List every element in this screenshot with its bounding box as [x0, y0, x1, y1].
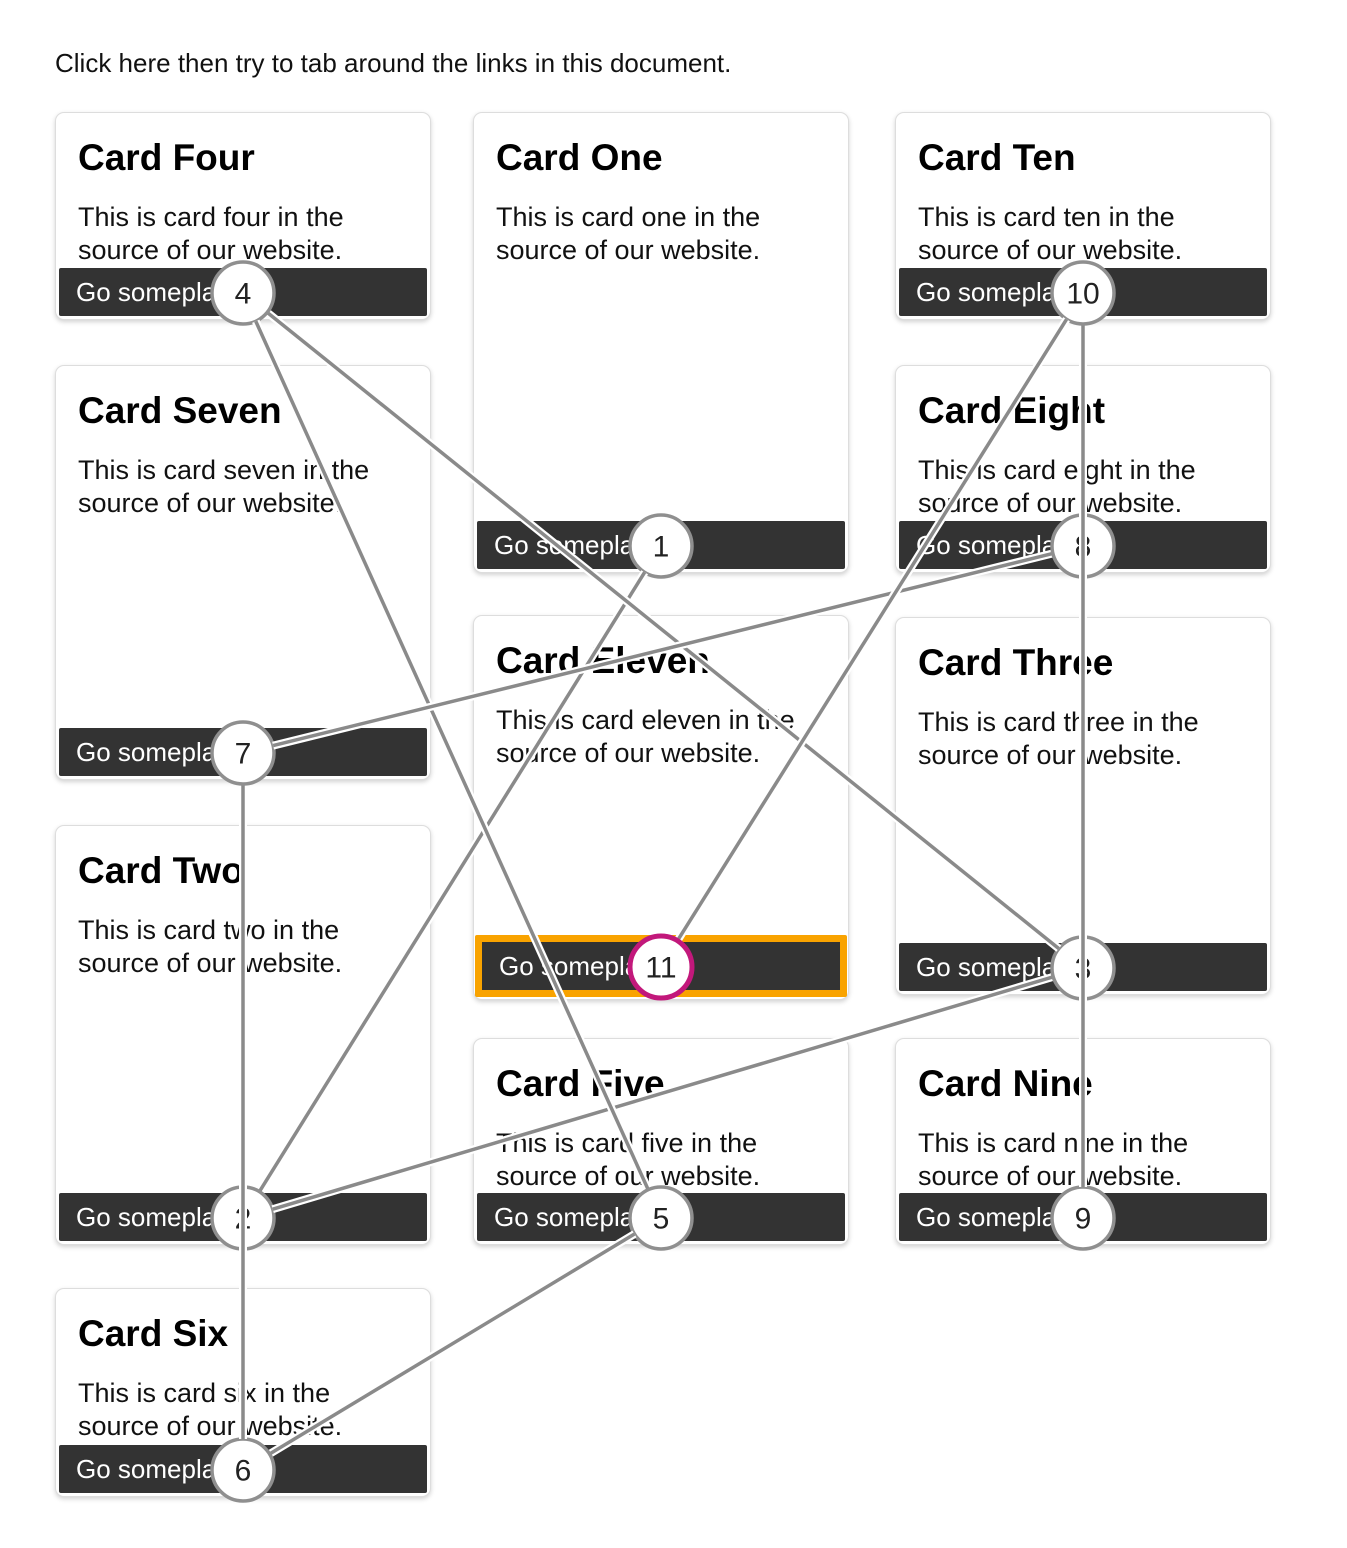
- card-title: Card Four: [78, 137, 255, 178]
- card-body-text: This is card five in the source of our w…: [496, 1128, 761, 1191]
- card-one-link[interactable]: Go someplace: [477, 521, 845, 569]
- card-body-text: This is card four in the source of our w…: [78, 202, 344, 265]
- card-body-text: This is card eight in the source of our …: [918, 455, 1196, 518]
- card-body-text: This is card three in the source of our …: [918, 707, 1199, 770]
- card-title: Card Six: [78, 1313, 229, 1354]
- card-ten-link[interactable]: Go someplace: [899, 268, 1267, 316]
- card-three-link[interactable]: Go someplace: [899, 943, 1267, 991]
- card-four-link[interactable]: Go someplace: [59, 268, 427, 316]
- card-title: Card Five: [496, 1063, 665, 1104]
- instruction-text: Click here then try to tab around the li…: [55, 48, 732, 78]
- card-seven-link[interactable]: Go someplace: [59, 728, 427, 776]
- card-body-text: This is card nine in the source of our w…: [918, 1128, 1189, 1191]
- card-title: Card Eight: [918, 390, 1106, 431]
- card-body-text: This is card one in the source of our we…: [496, 202, 761, 265]
- card-body-text: This is card six in the source of our we…: [78, 1378, 343, 1441]
- card-nine-link[interactable]: Go someplace: [899, 1193, 1267, 1241]
- card-body-text: This is card seven in the source of our …: [78, 455, 370, 518]
- card-title: Card Ten: [918, 137, 1076, 178]
- card-eleven-link[interactable]: Go someplace: [475, 935, 847, 997]
- card-body-text: This is card eleven in the source of our…: [496, 705, 795, 768]
- card-two-link[interactable]: Go someplace: [59, 1193, 427, 1241]
- card-six-link[interactable]: Go someplace: [59, 1445, 427, 1493]
- card-body-text: This is card ten in the source of our we…: [918, 202, 1183, 265]
- card-title: Card Three: [918, 642, 1114, 683]
- card-title: Card Seven: [78, 390, 282, 431]
- card-title: Card One: [496, 137, 663, 178]
- card-title: Card Nine: [918, 1063, 1093, 1104]
- card-eight-link[interactable]: Go someplace: [899, 521, 1267, 569]
- card-title: Card Two: [78, 850, 244, 891]
- card-title: Card Eleven: [496, 640, 710, 681]
- card-body-text: This is card two in the source of our we…: [78, 915, 343, 978]
- card-five-link[interactable]: Go someplace: [477, 1193, 845, 1241]
